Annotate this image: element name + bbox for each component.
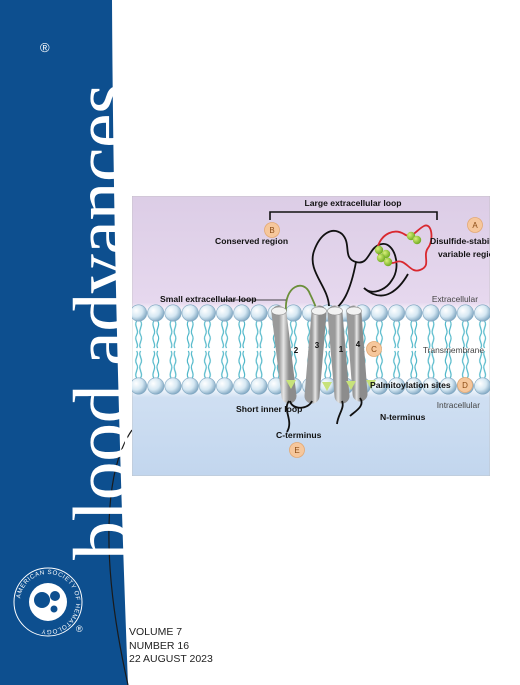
svg-text:D: D [462, 381, 468, 390]
large-loop-bracket [269, 211, 438, 220]
badge-c: C [366, 341, 382, 357]
badge-b: B [264, 222, 280, 238]
palmitoylation-marker [366, 380, 376, 389]
tetraspanin-figure: Large extracellular loop [132, 196, 490, 476]
label-intracellular: Intracellular [437, 400, 481, 410]
journal-title: blood advances [57, 83, 144, 560]
svg-text:C: C [371, 345, 377, 354]
badge-d: D [457, 377, 473, 393]
large-loop-return [363, 273, 409, 297]
issue-date: 22 AUGUST 2023 [129, 653, 213, 665]
svg-text:E: E [294, 446, 299, 455]
cysteine-bead [412, 235, 422, 245]
label-short-inner-loop: Short inner loop [236, 404, 302, 414]
helix-2-number: 2 [294, 346, 299, 355]
seal-cell-small [50, 605, 58, 613]
issue-number: NUMBER 16 [129, 639, 190, 652]
seal-ring [13, 567, 83, 637]
label-large-loop: Large extracellular loop [305, 198, 402, 208]
title-registered-mark: ® [40, 40, 50, 55]
helix-1 [327, 305, 350, 404]
cysteine-bead [383, 257, 393, 267]
palmitoylation-marker [346, 381, 356, 390]
svg-text:B: B [269, 226, 274, 235]
disulfide-variable-loop [376, 224, 433, 272]
svg-text:A: A [472, 221, 478, 230]
ash-society-logo: AMERICAN SOCIETY OF HEMATOLOGY [13, 567, 83, 637]
label-extracellular: Extracellular [432, 294, 478, 304]
cysteine-bead [406, 231, 416, 241]
badge-a: A [467, 217, 483, 233]
seal-cell-medium [50, 591, 60, 601]
helix-1-number: 1 [339, 345, 344, 354]
helix-4 [346, 305, 368, 402]
issue-info: VOLUME 7 NUMBER 16 22 AUGUST 2023 [129, 626, 213, 667]
label-c-terminus: C-terminus [276, 430, 322, 440]
helix-3 [304, 305, 327, 404]
n-terminus-chain [336, 400, 344, 425]
issue-volume: VOLUME 7 [129, 626, 183, 638]
cysteine-bead [374, 245, 384, 255]
c-terminus-chain [285, 400, 291, 433]
cover-curve-line [108, 429, 133, 685]
large-loop-chain [311, 229, 398, 307]
palmitoylation-marker [286, 380, 296, 389]
tail-chain [349, 397, 363, 417]
label-palmitoylation: Palmitoylation sites [370, 380, 451, 390]
short-inner-loop-chain [289, 400, 313, 409]
label-disulfide-line-2: variable region [438, 249, 490, 259]
seal-registered-mark: ® [76, 624, 83, 634]
label-small-loop: Small extracellular loop [160, 294, 256, 304]
outer-lipid-heads [132, 304, 490, 322]
label-transmembrane: Transmembrane [423, 345, 484, 355]
seal-cell-large [34, 592, 50, 608]
helix-3-number: 3 [315, 341, 320, 350]
badge-e: E [289, 442, 305, 458]
label-n-terminus: N-terminus [380, 412, 426, 422]
helix-4-number: 4 [356, 340, 361, 349]
palmitoylation-marker [322, 382, 332, 391]
spine-shape [0, 0, 128, 685]
cysteine-bead [376, 253, 386, 263]
label-disulfide-line-1: Disulfide-stabilized [430, 236, 490, 246]
label-conserved-region: Conserved region [215, 236, 288, 246]
